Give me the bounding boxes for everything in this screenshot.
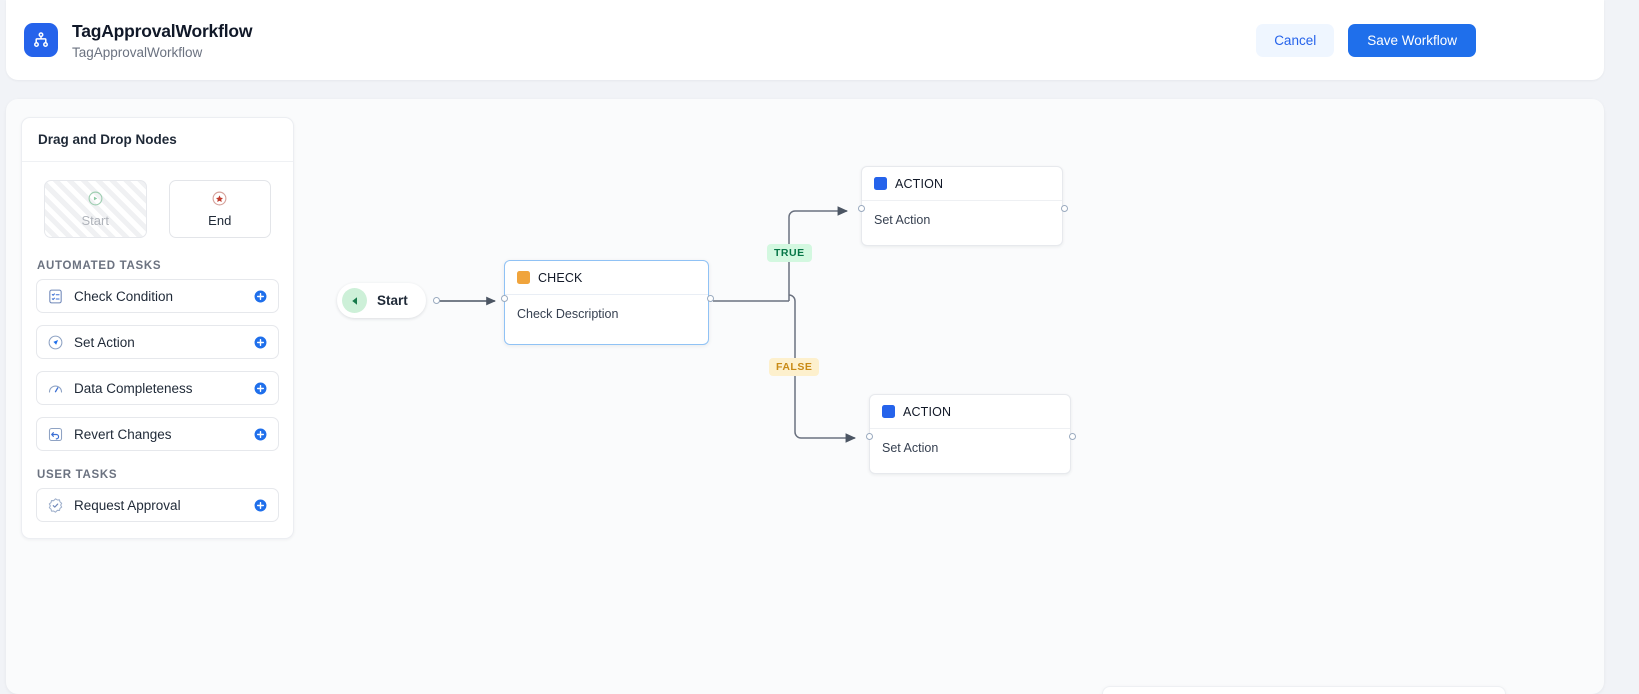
palette-item-set-action[interactable]: Set Action: [36, 325, 279, 359]
save-workflow-button[interactable]: Save Workflow: [1348, 23, 1476, 57]
flow-edges: [435, 206, 857, 443]
flow-node-start-label: Start: [377, 293, 408, 308]
workflow-network-icon: [24, 23, 58, 57]
flow-node-action-false-description: Set Action: [882, 441, 939, 455]
play-circle-icon: [87, 190, 104, 207]
palette-item-label: Data Completeness: [74, 380, 193, 396]
palette-start-node: Start: [44, 180, 147, 238]
flow-node-check-description: Check Description: [517, 307, 619, 321]
action-false-output-handle[interactable]: [1069, 433, 1076, 440]
user-tasks-list: Request Approval: [22, 488, 293, 522]
flow-node-check-header: CHECK: [505, 261, 708, 295]
flow-node-action-true-header: ACTION: [862, 167, 1062, 201]
plus-circle-icon[interactable]: [254, 428, 267, 441]
header-actions: Cancel Save Workflow: [1256, 23, 1604, 57]
gauge-action-icon: [47, 334, 64, 351]
flow-node-check-kind: CHECK: [538, 270, 583, 285]
flow-node-action-true-description: Set Action: [874, 213, 931, 227]
plus-circle-icon[interactable]: [254, 382, 267, 395]
flow-node-action-false-body: Set Action: [870, 429, 1070, 467]
node-palette-panel: Drag and Drop Nodes Start: [21, 117, 294, 539]
palette-item-request-approval[interactable]: Request Approval: [36, 488, 279, 522]
check-badge-icon: [47, 497, 64, 514]
header-text-block: TagApprovalWorkflow TagApprovalWorkflow: [72, 21, 252, 60]
gauge-meter-icon: [47, 380, 64, 397]
automated-tasks-list: Check Condition Set Action: [22, 279, 293, 451]
flow-node-check[interactable]: CHECK Check Description: [501, 260, 714, 345]
plus-circle-icon[interactable]: [254, 290, 267, 303]
palette-item-label: Revert Changes: [74, 426, 172, 442]
plus-circle-icon[interactable]: [254, 336, 267, 349]
terminal-nodes-row: Start End: [22, 162, 293, 242]
flow-node-action-true[interactable]: ACTION Set Action: [858, 166, 1068, 246]
action-square-icon: [874, 177, 887, 190]
group-label-automated: AUTOMATED TASKS: [37, 260, 162, 272]
workflow-canvas[interactable]: Drag and Drop Nodes Start: [6, 99, 1604, 694]
canvas-minimap[interactable]: [1102, 686, 1506, 694]
play-triangle-icon: [342, 288, 367, 313]
palette-item-check-condition[interactable]: Check Condition: [36, 279, 279, 313]
palette-item-label: Check Condition: [74, 288, 174, 304]
check-square-icon: [517, 271, 530, 284]
flow-node-action-true-kind: ACTION: [895, 176, 944, 191]
action-square-icon: [882, 405, 895, 418]
page-header: TagApprovalWorkflow TagApprovalWorkflow …: [6, 0, 1604, 80]
palette-item-label: Set Action: [74, 334, 135, 350]
palette-heading: Drag and Drop Nodes: [22, 118, 293, 162]
palette-start-label: Start: [81, 213, 109, 228]
undo-arrow-icon: [47, 426, 64, 443]
flow-node-start[interactable]: Start: [337, 283, 440, 318]
palette-item-revert-changes[interactable]: Revert Changes: [36, 417, 279, 451]
action-true-output-handle[interactable]: [1061, 205, 1068, 212]
action-false-input-handle[interactable]: [866, 433, 873, 440]
plus-circle-icon[interactable]: [254, 499, 267, 512]
stop-circle-icon: [211, 190, 228, 207]
start-output-handle[interactable]: [433, 297, 440, 304]
flow-node-check-body: Check Description: [505, 295, 708, 333]
checklist-document-icon: [47, 288, 64, 305]
header-identity: TagApprovalWorkflow TagApprovalWorkflow: [6, 21, 252, 60]
check-output-handle[interactable]: [707, 295, 714, 302]
action-true-input-handle[interactable]: [858, 205, 865, 212]
flow-node-action-false-header: ACTION: [870, 395, 1070, 429]
palette-item-data-completeness[interactable]: Data Completeness: [36, 371, 279, 405]
page-subtitle: TagApprovalWorkflow: [72, 44, 203, 60]
page-title: TagApprovalWorkflow: [72, 20, 253, 41]
group-label-user: USER TASKS: [37, 469, 118, 481]
flow-node-action-false-kind: ACTION: [903, 404, 952, 419]
edge-label-true: TRUE: [767, 244, 812, 262]
flow-node-action-false[interactable]: ACTION Set Action: [866, 394, 1076, 474]
palette-end-label: End: [208, 213, 232, 228]
palette-end-node[interactable]: End: [168, 180, 271, 238]
flow-graph[interactable]: Start CHECK Check Description AC: [6, 99, 1604, 694]
flow-node-action-true-body: Set Action: [862, 201, 1062, 239]
edge-label-false: FALSE: [769, 358, 820, 376]
check-input-handle[interactable]: [501, 295, 508, 302]
cancel-button[interactable]: Cancel: [1256, 23, 1335, 57]
palette-item-label: Request Approval: [74, 497, 181, 513]
